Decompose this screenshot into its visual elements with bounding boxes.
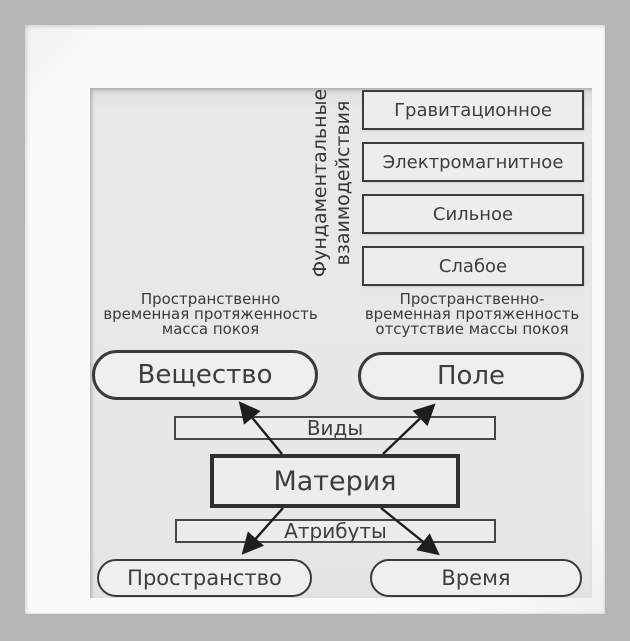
substance-node: Вещество <box>92 350 318 400</box>
substance-note-line2: временная протяженность <box>103 305 318 323</box>
time-node: Время <box>370 559 582 597</box>
matter-node: Материя <box>210 454 460 508</box>
fundamental-interactions-label-line2: взаимодействия <box>332 100 354 266</box>
field-note: Пространственно- временная протяженность… <box>350 292 594 337</box>
field-node: Поле <box>358 352 584 400</box>
substance-note-line1: Пространственно <box>140 290 281 308</box>
space-node: Пространство <box>97 559 312 597</box>
diagram-panel: Фундаментальные взаимодействия Гравитаци… <box>90 88 592 598</box>
interaction-box-electromagnetic: Электромагнитное <box>362 142 584 182</box>
substance-note: Пространственно временная протяженность … <box>88 292 333 337</box>
interaction-box-weak: Слабое <box>362 246 584 286</box>
field-note-line2: временная протяженность <box>364 305 580 323</box>
fundamental-interactions-label: Фундаментальные взаимодействия <box>309 83 355 283</box>
field-note-line1: Пространственно- <box>399 290 545 308</box>
picture-frame-mat: Фундаментальные взаимодействия Гравитаци… <box>25 25 605 614</box>
fundamental-interactions-label-line1: Фундаментальные <box>309 88 331 278</box>
interaction-box-gravitational: Гравитационное <box>362 90 584 130</box>
kinds-bar: Виды <box>174 416 496 440</box>
interactions-list: Гравитационное Электромагнитное Сильное … <box>362 90 584 286</box>
attributes-bar: Атрибуты <box>175 519 496 543</box>
field-note-line3: отсутствие массы покоя <box>375 320 569 338</box>
interaction-box-strong: Сильное <box>362 194 584 234</box>
substance-note-line3: масса покоя <box>161 320 260 338</box>
